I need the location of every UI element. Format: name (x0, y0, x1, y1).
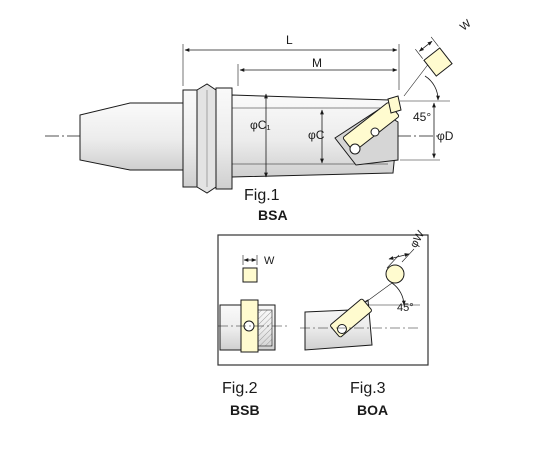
flange-left (182, 89, 198, 188)
dim-D-label: φD (437, 129, 454, 143)
dim-L-label: L (286, 33, 293, 47)
dim-C1-label: φC₁ (250, 118, 271, 132)
fig3-angle-label: 45° (397, 302, 414, 314)
boa-angle-arc (391, 282, 406, 306)
dim-C-label: φC (308, 128, 325, 142)
dim-angle-label: 45° (413, 110, 432, 124)
fig2-W-label: W (264, 255, 275, 267)
boa-round-insert (385, 264, 405, 284)
taper-shank (79, 102, 186, 171)
fig1-code: BSA (258, 207, 288, 223)
insert-detail-square (415, 36, 453, 77)
angle-arc-45 (424, 75, 440, 101)
detail-frame (217, 234, 429, 366)
fig1-caption: Fig.1 (244, 187, 280, 204)
clamp-screw-1 (349, 143, 361, 155)
fig1-holder (45, 36, 453, 194)
fig3-caption: Fig.3 (350, 380, 386, 397)
bsb-threads (257, 309, 273, 347)
dim-M-label: M (312, 56, 322, 70)
fig2-code: BSB (230, 402, 260, 418)
cutting-insert (387, 95, 402, 114)
fig2-caption: Fig.2 (222, 380, 258, 397)
bsb-insert-square (242, 267, 258, 283)
flange-groove (196, 83, 217, 194)
clamp-screw-2 (370, 127, 380, 137)
fig3-code: BOA (357, 402, 389, 418)
fig3-boa (300, 248, 420, 351)
boa-screw (337, 324, 347, 334)
fig2-bsb (218, 255, 290, 353)
flange-right (215, 87, 233, 190)
